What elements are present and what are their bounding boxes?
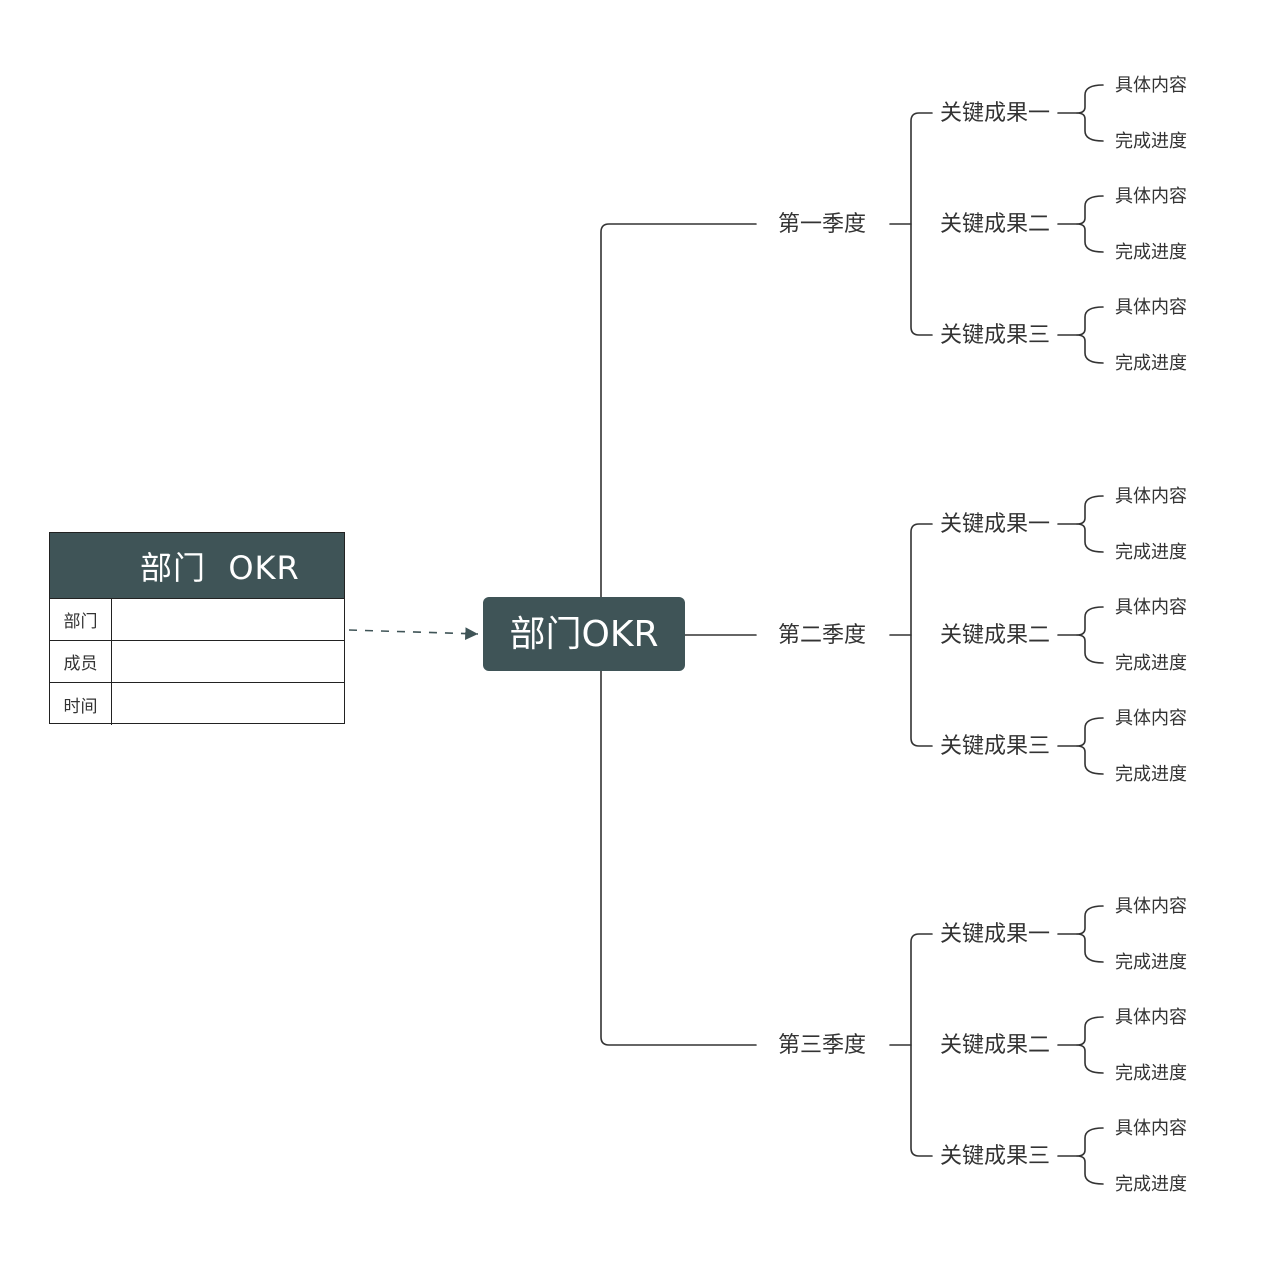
detail-content-label: 具体内容 <box>1115 597 1187 618</box>
detail-content-label: 具体内容 <box>1115 708 1187 729</box>
card-to-root-arrow <box>348 627 479 641</box>
okr-info-row-time: 时间 <box>50 683 344 725</box>
detail-content-label: 具体内容 <box>1115 297 1187 318</box>
key-result-brace <box>1076 1127 1104 1185</box>
key-result-brace <box>1076 1016 1104 1074</box>
mind-map-edges <box>348 84 1104 1185</box>
progress-label: 完成进度 <box>1115 542 1187 563</box>
key-result-label: 关键成果三 <box>940 323 1050 348</box>
quarter-2-bracket <box>910 523 933 747</box>
progress-label: 完成进度 <box>1115 1063 1187 1084</box>
detail-content-label: 具体内容 <box>1115 896 1187 917</box>
okr-info-label: 部门 <box>50 599 112 640</box>
progress-label: 完成进度 <box>1115 952 1187 973</box>
key-result-label: 关键成果一 <box>940 922 1050 947</box>
okr-info-label: 成员 <box>50 641 112 682</box>
key-result-brace <box>1076 717 1104 775</box>
progress-label: 完成进度 <box>1115 353 1187 374</box>
key-result-label: 关键成果三 <box>940 734 1050 759</box>
key-result-label: 关键成果一 <box>940 512 1050 537</box>
okr-info-card-header: 部门 OKR <box>50 533 344 599</box>
root-node <box>483 597 685 671</box>
progress-label: 完成进度 <box>1115 242 1187 263</box>
okr-info-label: 时间 <box>50 683 112 725</box>
okr-info-row-department: 部门 <box>50 599 344 641</box>
okr-info-row-members: 成员 <box>50 641 344 683</box>
key-result-label: 关键成果二 <box>940 623 1050 648</box>
key-result-brace <box>1076 495 1104 553</box>
progress-label: 完成进度 <box>1115 131 1187 152</box>
key-result-brace <box>1076 84 1104 142</box>
okr-info-card-title: 部门 OKR <box>140 548 300 587</box>
quarter-3-bracket <box>910 933 933 1157</box>
key-result-label: 关键成果二 <box>940 1033 1050 1058</box>
key-result-brace <box>1076 306 1104 364</box>
key-result-brace <box>1076 195 1104 253</box>
progress-label: 完成进度 <box>1115 653 1187 674</box>
detail-content-label: 具体内容 <box>1115 1118 1187 1139</box>
detail-content-label: 具体内容 <box>1115 75 1187 96</box>
detail-content-label: 具体内容 <box>1115 1007 1187 1028</box>
detail-content-label: 具体内容 <box>1115 486 1187 507</box>
key-result-brace <box>1076 905 1104 963</box>
quarter-1-bracket <box>910 112 933 336</box>
key-result-brace <box>1076 606 1104 664</box>
key-result-label: 关键成果三 <box>940 1144 1050 1169</box>
quarter-3-label: 第三季度 <box>778 1033 866 1058</box>
quarter-3-connector <box>600 670 757 1046</box>
progress-label: 完成进度 <box>1115 764 1187 785</box>
mind-map-nodes: 部门OKR第一季度关键成果一具体内容完成进度关键成果二具体内容完成进度关键成果三… <box>483 75 1187 1195</box>
quarter-1-connector <box>600 223 757 598</box>
key-result-label: 关键成果一 <box>940 101 1050 126</box>
okr-info-card: 部门 OKR 部门 成员 时间 <box>49 532 345 725</box>
detail-content-label: 具体内容 <box>1115 186 1187 207</box>
quarter-2-label: 第二季度 <box>778 623 866 648</box>
quarter-1-label: 第一季度 <box>778 212 866 237</box>
key-result-label: 关键成果二 <box>940 212 1050 237</box>
root-node-label: 部门OKR <box>510 614 659 655</box>
progress-label: 完成进度 <box>1115 1174 1187 1195</box>
